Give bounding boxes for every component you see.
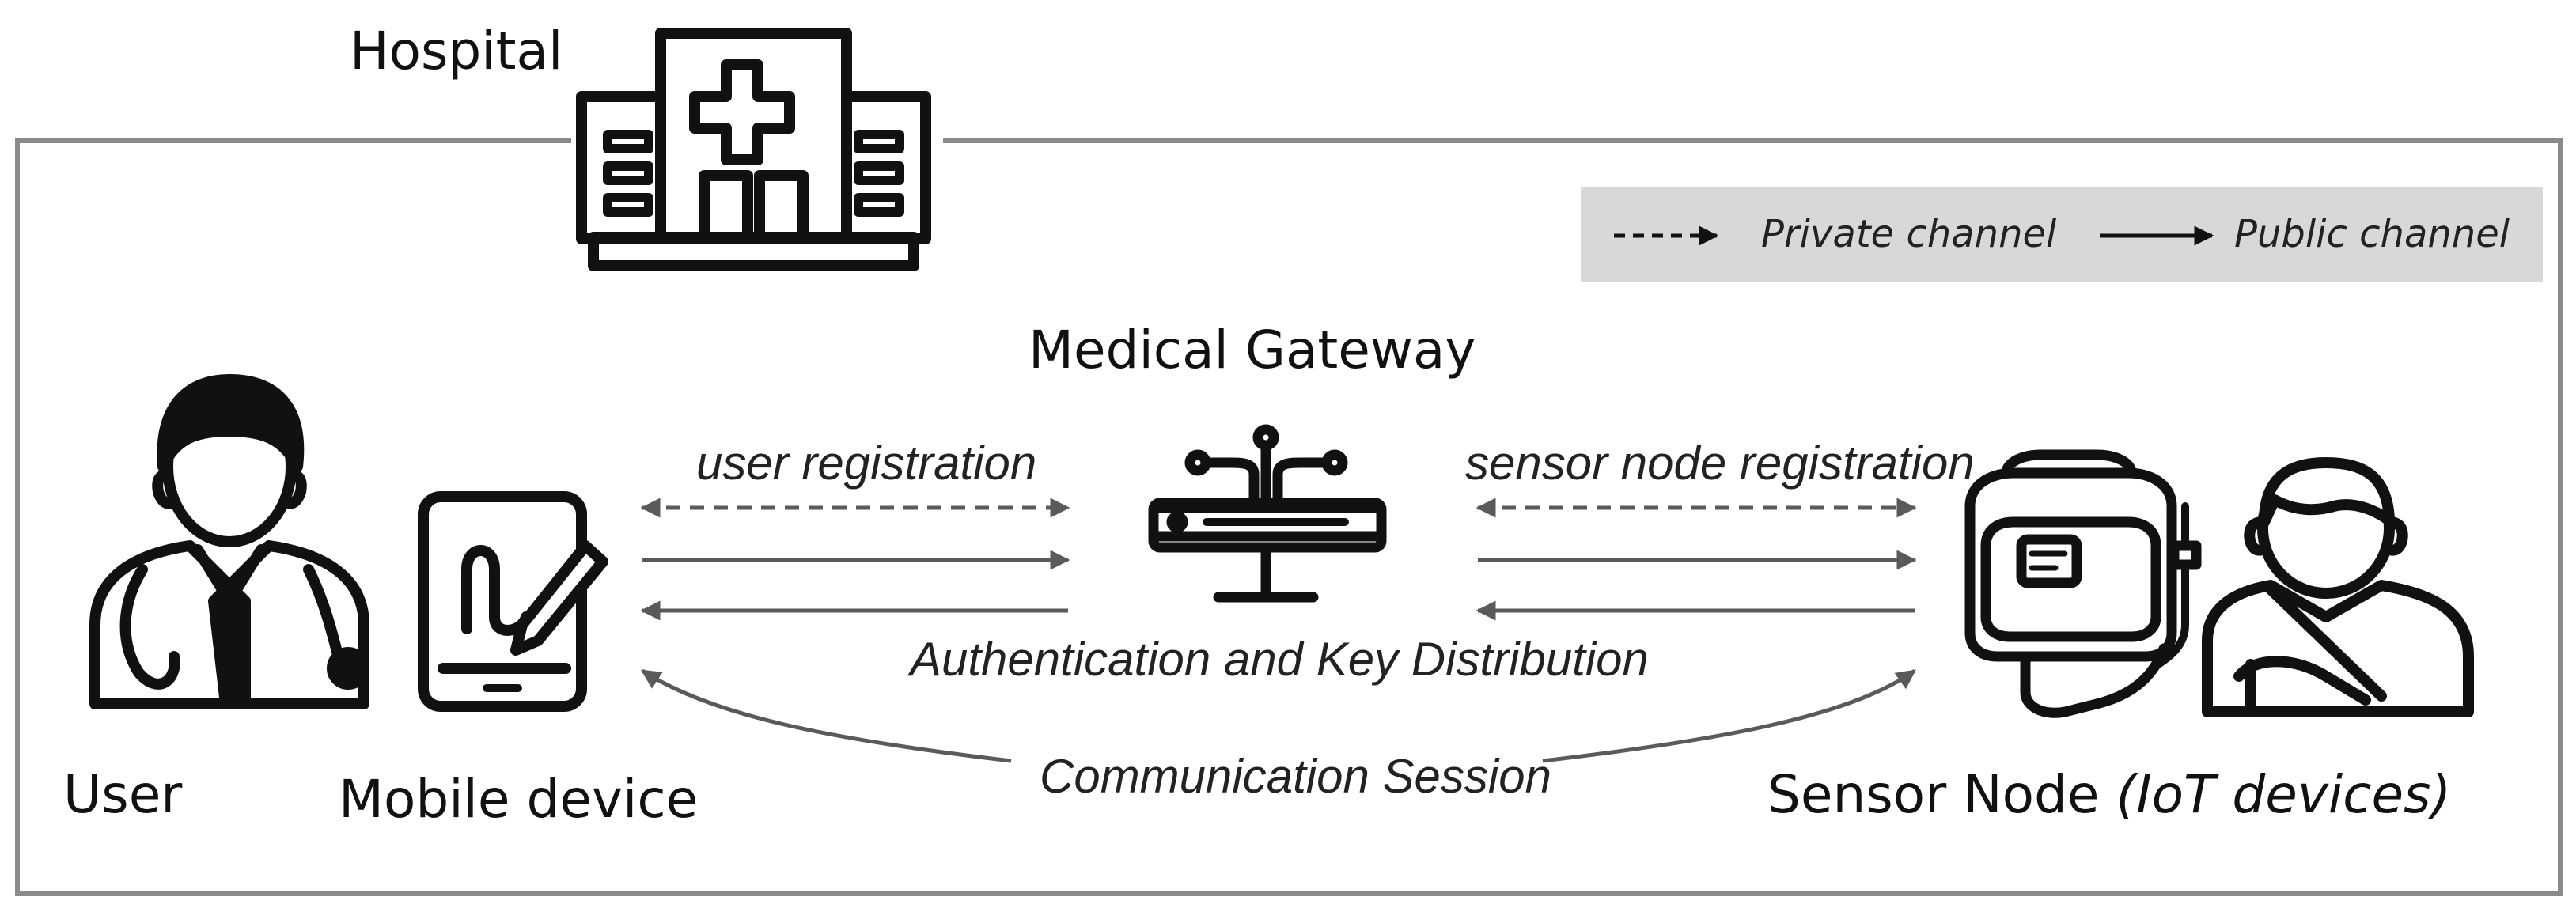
hospital-label: Hospital	[350, 21, 563, 81]
sensor-node-italic-text: (IoT devices)	[2116, 764, 2452, 825]
legend-marks	[1614, 225, 2214, 246]
session-arrow-right	[1542, 668, 1917, 763]
doctor-icon	[89, 374, 369, 709]
user-registration-label: user registration	[696, 437, 1037, 490]
hospital-boundary	[15, 138, 2563, 896]
user-label: User	[63, 764, 183, 825]
gateway-label: Medical Gateway	[1029, 320, 1476, 380]
hospital-icon	[576, 28, 931, 271]
tablet-icon	[418, 491, 608, 712]
sensor-node-text: Sensor Node	[1767, 764, 2116, 825]
sensor-device-icon	[1964, 449, 2202, 718]
sensor-node-label: Sensor Node (IoT devices)	[1767, 769, 2451, 821]
router-icon	[1148, 424, 1387, 603]
session-arrow-left	[640, 668, 1012, 763]
patient-icon	[2202, 457, 2474, 717]
session-label: Communication Session	[1040, 750, 1551, 803]
legend-public-label: Public channel	[2234, 212, 2510, 256]
auth-label: Authentication and Key Distribution	[910, 633, 1649, 686]
mobile-device-label: Mobile device	[339, 769, 699, 830]
legend-private-label: Private channel	[1761, 212, 2057, 256]
legend: Private channel Public channel	[1581, 187, 2543, 282]
sensor-registration-label: sensor node registration	[1465, 437, 1975, 490]
